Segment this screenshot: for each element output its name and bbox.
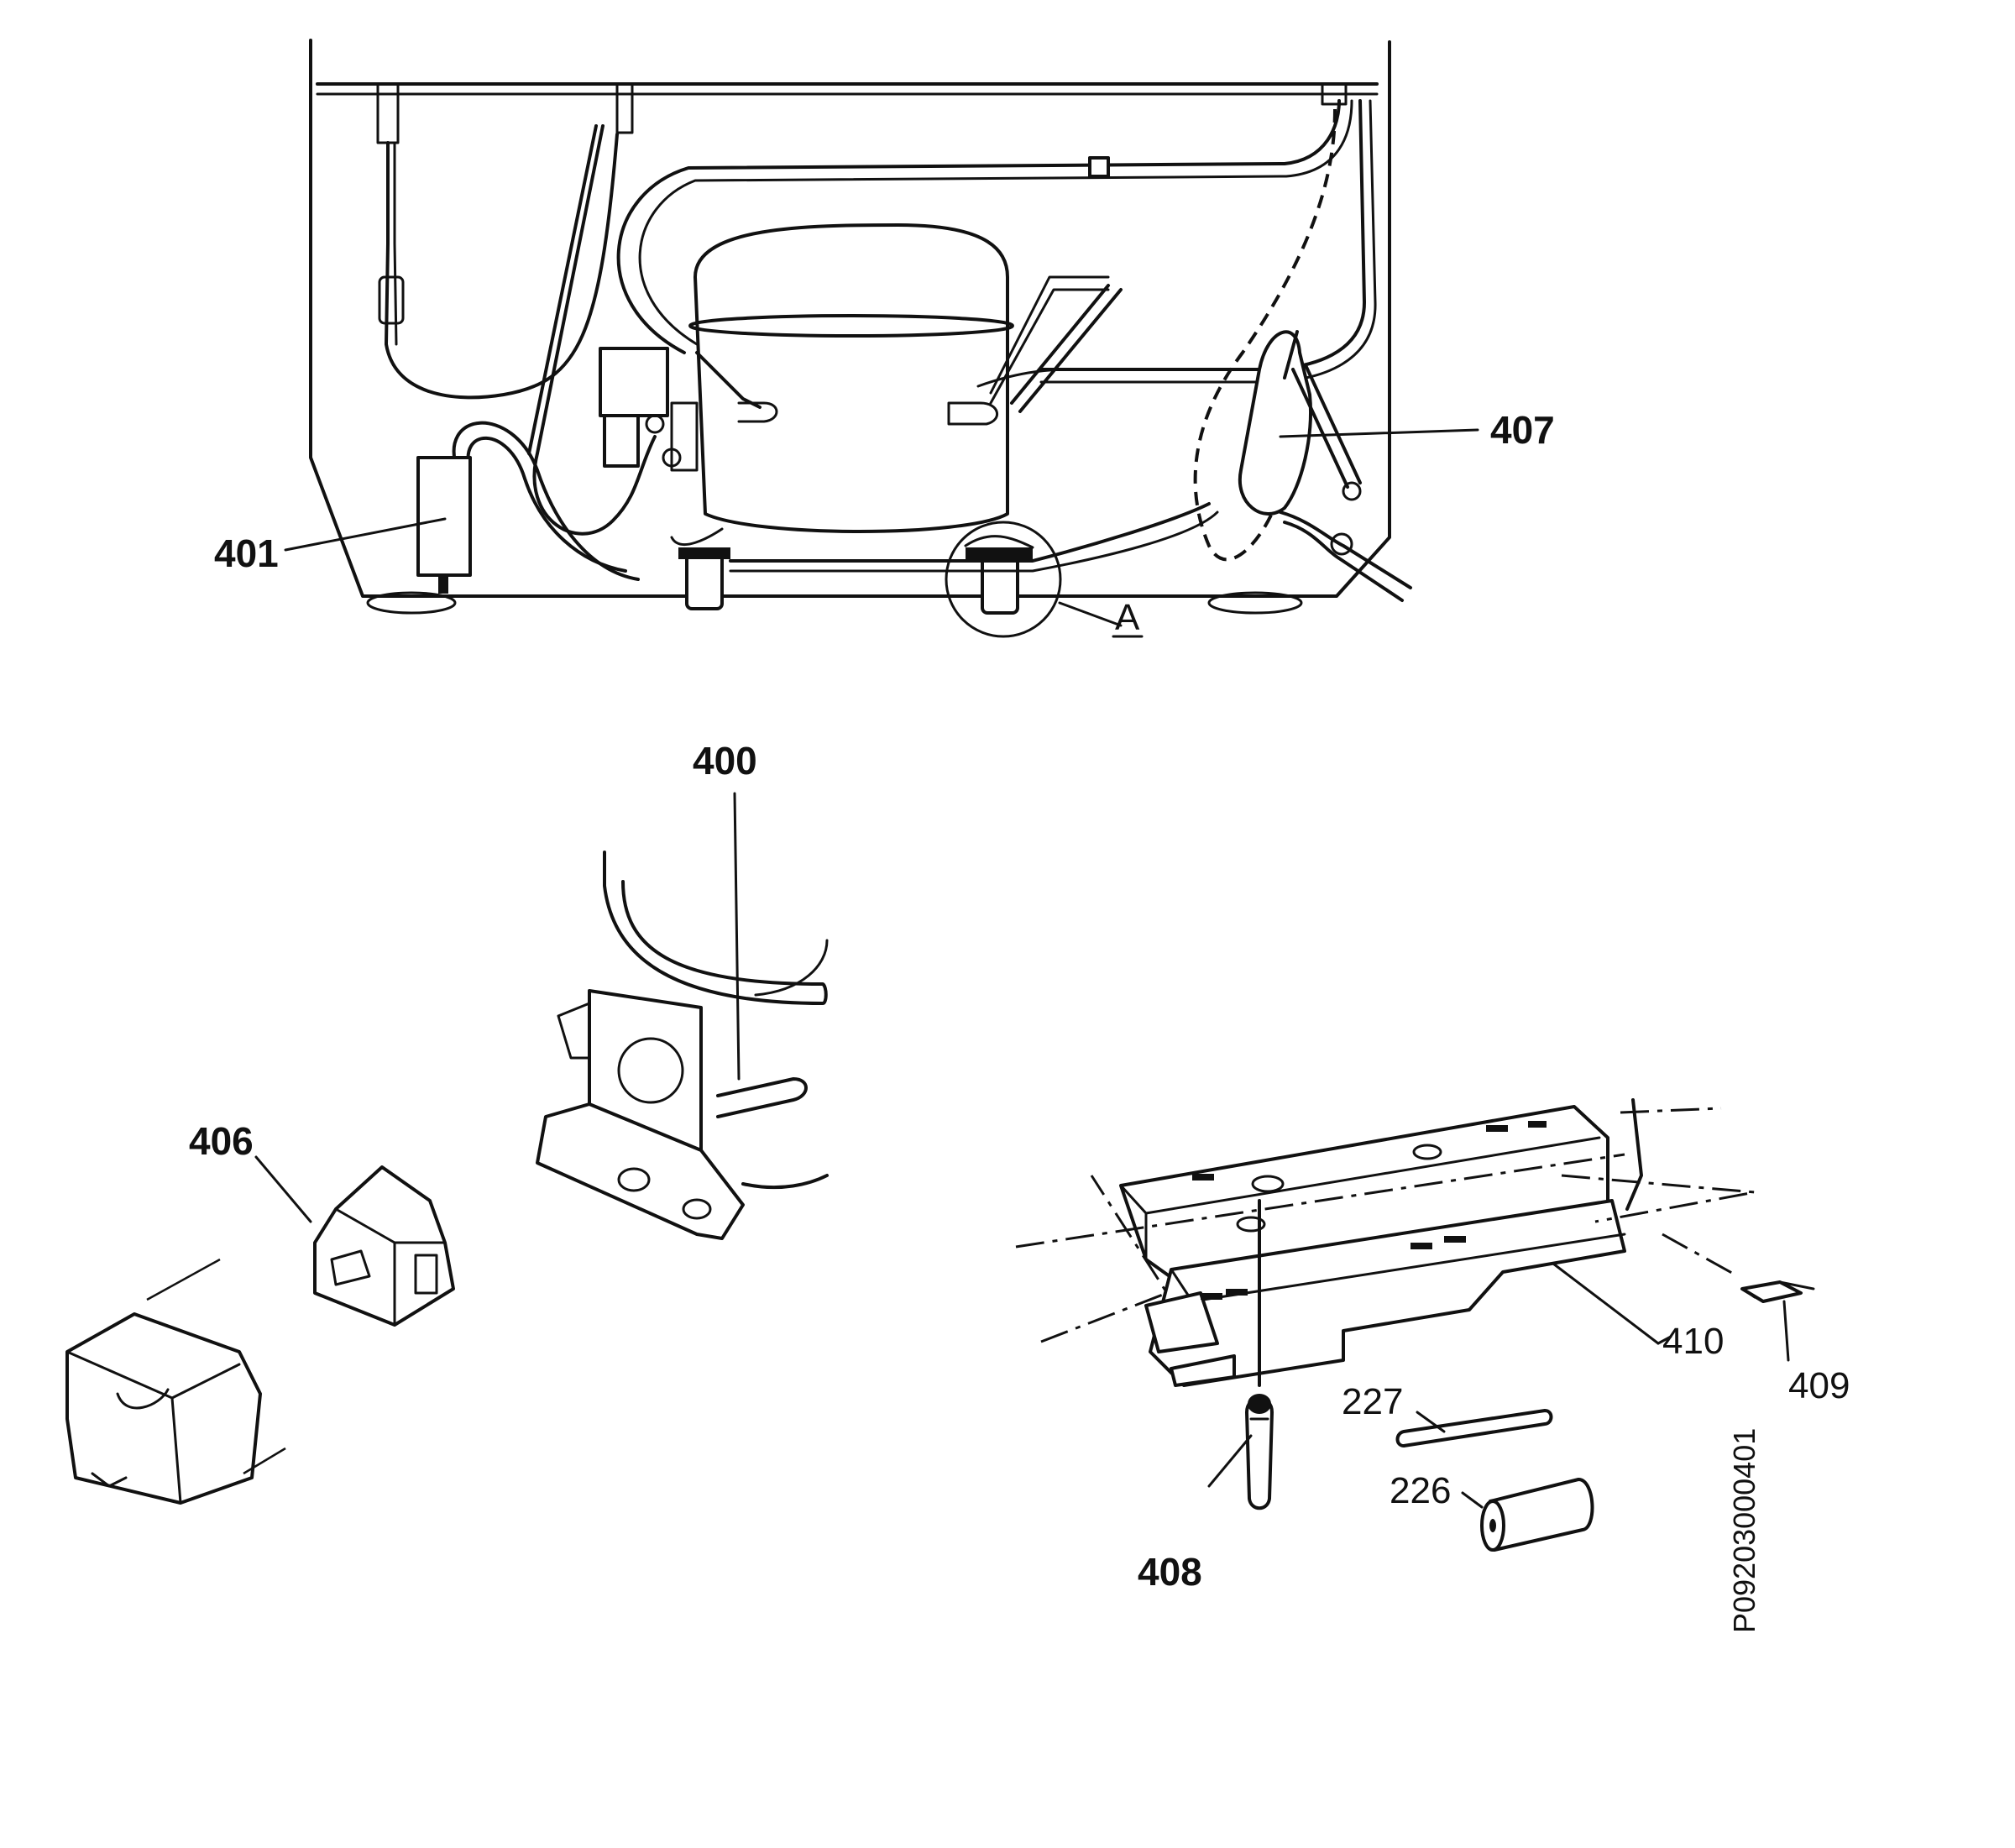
- detail-a-label: A: [1115, 597, 1140, 638]
- callout-407: 407: [1490, 408, 1555, 452]
- rod-227: [1395, 1409, 1553, 1448]
- callout-401: 401: [214, 531, 279, 575]
- clip-409: [1740, 1280, 1815, 1303]
- cabinet-base-assembly: [309, 39, 1412, 638]
- callout-410: 410: [1662, 1321, 1724, 1362]
- callout-400: 400: [693, 739, 757, 783]
- start-relay-406: [313, 1165, 455, 1327]
- callout-227: 227: [1342, 1381, 1403, 1422]
- callout-408: 408: [1138, 1550, 1202, 1594]
- thermostat-bulb-408: [1245, 1394, 1274, 1510]
- drawing-code: P09203000401: [1727, 1428, 1761, 1633]
- callout-226: 226: [1390, 1470, 1451, 1511]
- callout-409: 409: [1788, 1365, 1850, 1406]
- compressor-mounting-detail: [536, 792, 829, 1240]
- relay-cover: [65, 1258, 286, 1505]
- thermostat-housing-410: [1015, 1098, 1756, 1387]
- sleeve-226: [1480, 1478, 1594, 1552]
- leader-lines: [254, 428, 1790, 1509]
- callout-406: 406: [189, 1119, 254, 1163]
